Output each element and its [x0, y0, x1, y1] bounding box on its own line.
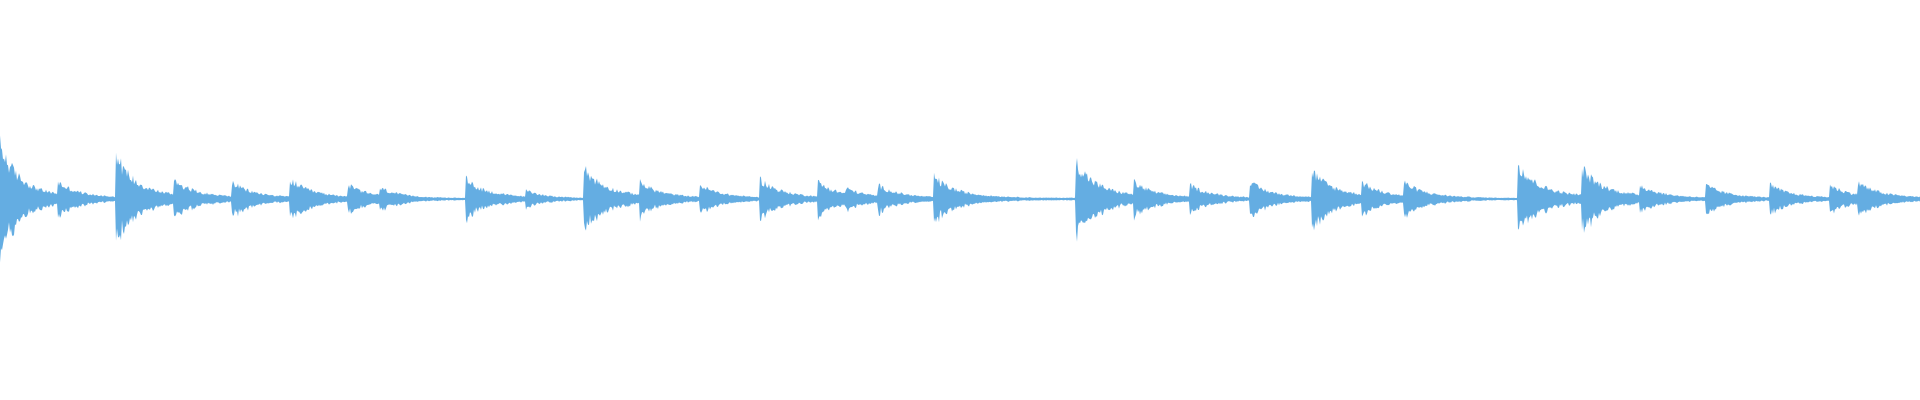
waveform-graphic — [0, 135, 1920, 263]
audio-waveform — [0, 135, 1920, 263]
